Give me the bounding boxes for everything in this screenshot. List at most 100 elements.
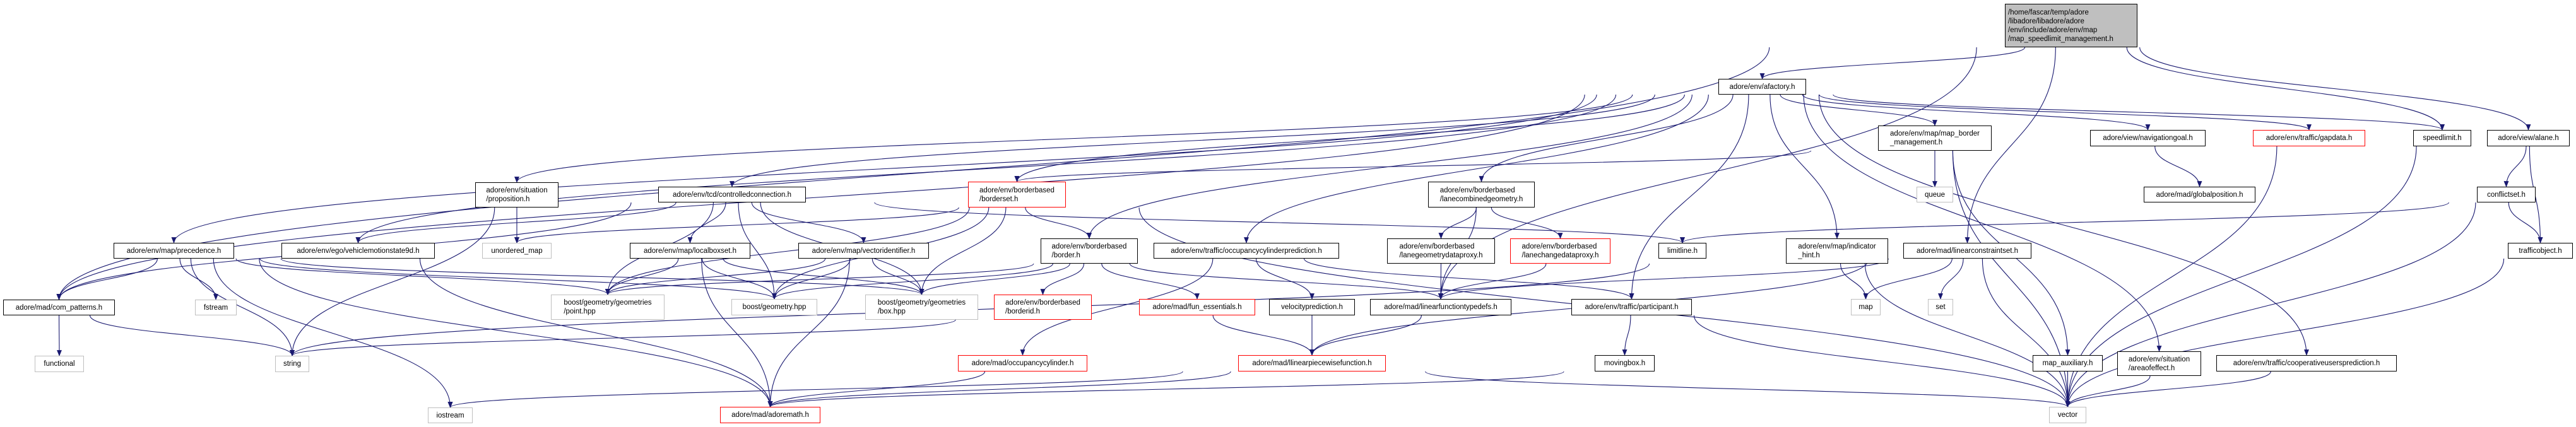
node-precedence[interactable]: adore/env/map/precedence.h (114, 243, 234, 259)
edge-linearconstraintset-to-map (1863, 258, 1953, 300)
node-border[interactable]: adore/env/borderbased /border.h (1041, 238, 1138, 264)
node-iostream: iostream (428, 407, 473, 423)
node-map: map (1851, 299, 1881, 315)
edge-border-to-geometry (772, 263, 1053, 300)
edge-localboxset-to-point (605, 258, 679, 295)
edge-precedence-to-point (235, 258, 610, 295)
node-trafficobject[interactable]: trafficobject.h (2508, 243, 2573, 259)
node-borderset[interactable]: adore/env/borderbased /borderset.h (968, 182, 1066, 208)
node-indicator_hint[interactable]: adore/env/map/indicator _hint.h (1786, 238, 1888, 264)
edge-proposition-to-string (290, 207, 495, 356)
node-conflictset[interactable]: conflictset.h (2477, 187, 2536, 202)
edge-trafficobject-to-vector (2065, 258, 2505, 407)
node-occupancycylinder[interactable]: adore/mad/occupancycylinder.h (958, 355, 1087, 371)
edge-lanecombinedgeometry-to-lanechangedataproxy (1491, 207, 1563, 239)
node-movingbox[interactable]: movingbox.h (1595, 355, 1655, 371)
edge-indicator_hint-to-vector (1864, 263, 2071, 407)
edge-border-to-borderid (1040, 263, 1085, 295)
node-geometry: boost/geometry.hpp (731, 299, 817, 315)
edge-borderset-to-point (605, 207, 970, 295)
node-controlledconnection[interactable]: adore/env/tcd/controlledconnection.h (658, 187, 806, 202)
edge-controlledconnection-to-limitline (874, 202, 1685, 243)
edge-borderset-to-box (919, 207, 1007, 295)
edge-areaofeffect-to-vector (2065, 375, 2151, 407)
node-fstream: fstream (195, 300, 237, 315)
edge-linearpiecewisefunction-to-iostream (447, 371, 1183, 408)
edge-participant-to-vector (1693, 315, 2071, 407)
node-globalposition[interactable]: adore/mad/globalposition.h (2144, 187, 2255, 202)
node-proposition[interactable]: adore/env/situation /proposition.h (475, 182, 558, 208)
edge-afactory-to-precedence (171, 94, 1597, 243)
node-set: set (1928, 299, 1953, 315)
node-adoremath[interactable]: adore/mad/adoremath.h (720, 407, 820, 423)
node-afactory[interactable]: adore/env/afactory.h (1718, 79, 1806, 95)
node-vehiclemotionstate9d[interactable]: adore/env/ego/vehiclemotionstate9d.h (281, 243, 435, 259)
edge-precedence-to-iostream (213, 258, 453, 408)
edge-occupancycylinder-to-adoremath (767, 371, 986, 407)
node-box: boost/geometry/geometries /box.hpp (865, 295, 978, 320)
edge-occupancycylinderprediction-to-participant (1304, 258, 1634, 300)
node-navigationgoal[interactable]: adore/view/navigationgoal.h (2090, 130, 2206, 146)
node-vectoridentifier[interactable]: adore/env/map/vectoridentifier.h (798, 243, 929, 259)
node-alane[interactable]: adore/view/alane.h (2487, 130, 2570, 146)
edge-afactory-to-areaofeffect (1803, 94, 2162, 352)
edge-participant-to-movingbox (1622, 315, 1631, 356)
edge-afactory-to-participant (1629, 94, 1749, 300)
edge-afactory-to-borderset (1014, 94, 1685, 182)
node-cooperativeusersprediction[interactable]: adore/env/traffic/cooperativeuserspredic… (2216, 355, 2397, 371)
edge-controlledconnection-to-geometry (738, 202, 777, 300)
node-lanegeometrydataproxy[interactable]: adore/env/borderbased /lanegeometrydatap… (1387, 238, 1495, 264)
edge-conflictset-to-trafficobject (2508, 202, 2543, 243)
node-localboxset[interactable]: adore/env/map/localboxset.h (630, 243, 750, 259)
node-map_auxiliary[interactable]: map_auxiliary.h (2033, 355, 2103, 371)
edge-linearconstraintset-to-vector (1982, 258, 2071, 407)
edge-afactory-to-speedlimit (1833, 94, 2445, 131)
edge-cooperativeusersprediction-to-vector (2065, 371, 2271, 407)
edge-border-to-point (605, 263, 1034, 295)
edge-afactory-to-indicator_hint (1770, 94, 1840, 239)
node-velocityprediction[interactable]: velocityprediction.h (1269, 299, 1355, 315)
node-limitline[interactable]: limitline.h (1658, 243, 1706, 259)
node-lanecombinedgeometry[interactable]: adore/env/borderbased /lanecombinedgeome… (1428, 182, 1535, 208)
node-borderid[interactable]: adore/env/borderbased /borderid.h (994, 295, 1092, 320)
edge-conflictset-to-limitline (1680, 202, 2449, 243)
edge-vectoridentifier-to-adoremath (767, 258, 850, 407)
node-participant[interactable]: adore/env/traffic/participant.h (1571, 299, 1692, 315)
edge-precedence-to-string (190, 258, 295, 356)
node-gapdata[interactable]: adore/env/traffic/gapdata.h (2253, 130, 2365, 146)
edge-afactory-to-map_border_management (1780, 94, 1937, 126)
edge-localboxset-to-adoremath (701, 258, 773, 407)
edge-root-to-alane (2139, 47, 2531, 131)
node-com_patterns[interactable]: adore/mad/com_patterns.h (3, 300, 115, 315)
edge-linearconstraintset-to-set (1938, 258, 1964, 300)
node-map_border_management[interactable]: adore/env/map/map_border _management.h (1878, 126, 1992, 151)
edge-borderset-to-unordered_map (514, 207, 959, 243)
node-linearpiecewisefunction[interactable]: adore/mad/llinearpiecewisefunction.h (1238, 355, 1386, 371)
edge-afactory-to-proposition (514, 94, 1633, 183)
node-linearfunctiontypedefs[interactable]: adore/mad/linearfunctiontypedefs.h (1370, 299, 1511, 315)
node-fun_essentials[interactable]: adore/mad/fun_essentials.h (1139, 299, 1255, 315)
node-unordered_map: unordered_map (482, 243, 552, 259)
edge-localboxset-to-geometry (702, 258, 777, 300)
node-occupancycylinderprediction[interactable]: adore/env/traffic/occupancycylinderpredi… (1154, 243, 1339, 259)
node-lanechangedataproxy[interactable]: adore/env/borderbased /lanechangedatapro… (1510, 238, 1610, 264)
edge-com_patterns-to-string (90, 315, 295, 356)
edge-conflictset-to-vector (2065, 202, 2476, 407)
node-speedlimit[interactable]: speedlimit.h (2413, 130, 2471, 146)
edge-root-to-speedlimit (2126, 47, 2445, 131)
node-linearconstraintset[interactable]: adore/mad/linearconstraintset.h (1903, 243, 2031, 259)
edge-precedence-to-com_patterns (56, 258, 158, 300)
edge-linearfunctiontypedefs-to-linearpiecewisefunction (1309, 315, 1422, 356)
edge-border-to-fun_essentials (1101, 263, 1200, 300)
edge-root-to-linearconstraintset (1964, 47, 2056, 243)
node-areaofeffect[interactable]: adore/env/situation /areaofeffect.h (2117, 351, 2201, 376)
edge-vectoridentifier-to-point (605, 258, 826, 295)
edge-controlledconnection-to-vectoridentifier (751, 202, 866, 243)
edge-map_border_management-to-borderset (1015, 150, 1812, 182)
edge-border-to-box (919, 263, 1070, 295)
edge-precedence-to-adoremath (259, 258, 773, 407)
node-root[interactable]: /home/fascar/temp/adore /libadore/libado… (2005, 4, 2137, 47)
node-queue: queue (1917, 187, 1953, 202)
edge-afactory-to-occupancycylinderprediction (1244, 94, 1709, 243)
